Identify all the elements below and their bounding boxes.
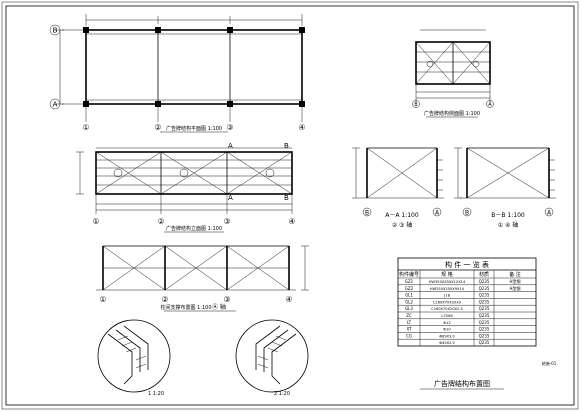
- table-cell: GL2: [405, 299, 413, 304]
- grid-bubble: [412, 100, 420, 108]
- table-cell: Q235: [479, 320, 490, 325]
- grid-bubble: [486, 100, 494, 108]
- grid-bubble: [462, 207, 472, 217]
- grid-label: ④: [288, 217, 295, 226]
- side-elevation-view: B A 广告牌结构侧面图 1:100: [412, 29, 494, 118]
- table-cell: GL1: [405, 293, 413, 298]
- plan-view: B A ① ② ③ ④ 广告牌结构平面图 1:100: [49, 14, 306, 133]
- detail-1-view: 1 1:20: [97, 319, 171, 397]
- grid-label: ③: [223, 295, 230, 304]
- grid-bubble-row: [49, 24, 61, 36]
- view-title: B－B 1:100: [491, 212, 525, 219]
- bracing-plan-view: A A B B ① ② ③ ④ 广告牌结构立面图 1:100: [76, 142, 296, 233]
- table-cell: Q235: [479, 299, 490, 304]
- table-cell: C160X70X20X2.5: [431, 307, 463, 311]
- grid-label: B: [365, 210, 369, 217]
- section-bb-view: B A B－B 1:100 ① ④ 轴: [454, 147, 556, 229]
- component-table: 构 件 一 览 表 构件编号 规 格 材质 备 注 GZ1 HW350X350X12X14…: [397, 257, 537, 347]
- grid-label: A: [547, 210, 552, 217]
- grid-label: A: [435, 210, 440, 217]
- grid-label: ②: [157, 217, 164, 226]
- table-cell: Q235: [479, 333, 490, 338]
- view-title: 广告牌结构侧面图 1:100: [424, 110, 480, 117]
- table-cell: L75X6: [441, 314, 453, 318]
- view-title: 1 1:20: [148, 391, 164, 397]
- grid-label: ④: [285, 295, 292, 304]
- grid-label: ②: [154, 123, 161, 132]
- table-cell: GZ1: [405, 279, 414, 284]
- axis-label: ① ④ 轴: [498, 221, 519, 229]
- drawing-number: 结施-01: [542, 360, 557, 366]
- table-cell: XT: [406, 327, 412, 332]
- axis-label: ② ③ 轴: [392, 221, 413, 229]
- grid-label: ③: [223, 217, 230, 226]
- grid-label: B: [53, 27, 58, 35]
- table-cell: HW250X250X9X14: [430, 287, 465, 291]
- table-cell: C160X70X20X3: [433, 300, 461, 304]
- table-cell: CG: [406, 333, 412, 338]
- grid-label: ①: [82, 123, 89, 132]
- section-mark: A: [228, 142, 233, 150]
- grid-bubble: [432, 207, 442, 217]
- view-title: 广告牌结构平面图 1:100: [166, 125, 222, 132]
- grid-label: B: [465, 210, 469, 217]
- detail-2-view: 2 1:20: [235, 319, 309, 397]
- grid-label: ①: [99, 295, 106, 304]
- table-cell: Q235: [479, 327, 490, 332]
- grid-label: A: [53, 101, 58, 109]
- table-cell: Φ89X3.0: [439, 334, 455, 338]
- table-cell: Φ12: [443, 321, 450, 325]
- grid-bubble-row: [49, 98, 61, 110]
- table-header-cell: 材质: [479, 271, 489, 278]
- section-mark: B: [284, 194, 289, 202]
- table-title: 构 件 一 览 表: [445, 260, 489, 269]
- axis-label: Ⓐ 轴: [212, 303, 226, 311]
- grid-label: A: [488, 102, 492, 108]
- view-title: A－A 1:100: [385, 212, 419, 219]
- table-cell: Q235: [479, 293, 490, 298]
- section-aa-view: B A A－A 1:100 ② ③ 轴: [352, 147, 444, 229]
- table-cell: GZ2: [405, 286, 414, 291]
- drawing-title: 广告牌结构布置图: [434, 379, 490, 388]
- table-cell: Q235: [479, 286, 490, 291]
- table-cell: Q235: [479, 340, 490, 345]
- table-cell: GL3: [405, 306, 413, 311]
- grid-bubble: [544, 207, 554, 217]
- table-cell: Q235: [479, 279, 490, 284]
- grid-label: ①: [92, 217, 99, 226]
- section-mark: A: [228, 194, 233, 202]
- view-title: 2 1:20: [274, 391, 290, 397]
- table-cell: ZC: [406, 313, 412, 318]
- support-layout-view: ① ② ③ ④ 柱间支撑布置图 1:100 Ⓐ 轴: [96, 245, 309, 312]
- table-cell: Φ45X2.5: [439, 341, 455, 345]
- table-cell: [18: [444, 294, 451, 298]
- inner-border: [5, 5, 575, 406]
- table-header-cell: 规 格: [441, 271, 453, 278]
- table-header-cell: 构件编号: [399, 271, 419, 278]
- grid-label: ④: [298, 123, 305, 132]
- table-cell: LT: [407, 320, 412, 325]
- view-title: 柱间支撑布置图 1:100: [161, 304, 212, 311]
- grid-bubble: [362, 207, 372, 217]
- table-header-cell: 备 注: [509, 271, 521, 278]
- table-cell: Φ10: [443, 328, 451, 332]
- section-mark: B: [284, 142, 289, 150]
- table-cell: HW350X350X12X14: [429, 280, 466, 284]
- table-cell: H型钢: [509, 285, 520, 291]
- table-cell: Q235: [479, 313, 490, 318]
- view-title: 广告牌结构立面图 1:100: [166, 225, 222, 232]
- table-cell: H型钢: [509, 278, 520, 284]
- grid-label: B: [414, 102, 418, 108]
- table-cell: Q235: [479, 306, 490, 311]
- grid-label: ③: [226, 123, 233, 132]
- grid-label: ②: [161, 295, 168, 304]
